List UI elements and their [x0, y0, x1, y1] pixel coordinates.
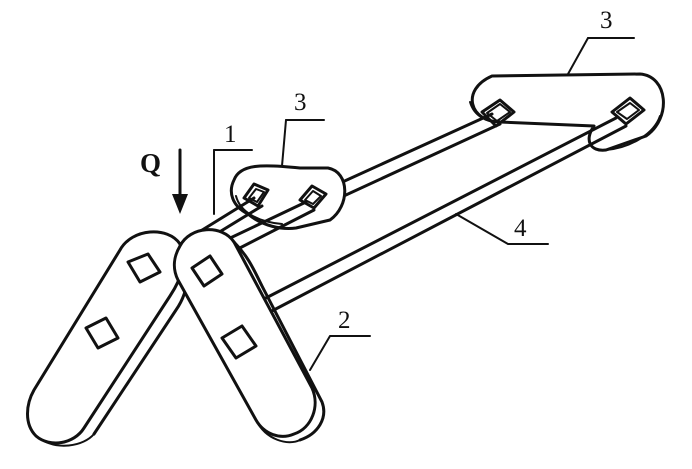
part-label-3-front: 3 [294, 89, 307, 116]
right-track-2 [172, 228, 326, 444]
part-label-3-rear: 3 [600, 7, 613, 34]
left-track [26, 230, 190, 447]
load-label-Q: Q [140, 148, 161, 178]
rod-4 [260, 116, 628, 314]
part-label-2: 2 [338, 307, 351, 334]
part-label-4: 4 [514, 215, 527, 242]
leader-lines [213, 37, 635, 371]
rear-link-3 [469, 72, 665, 152]
load-arrow [172, 148, 188, 214]
front-link-3 [229, 164, 347, 230]
upper-rod [314, 112, 502, 208]
part-label-1: 1 [224, 121, 237, 148]
